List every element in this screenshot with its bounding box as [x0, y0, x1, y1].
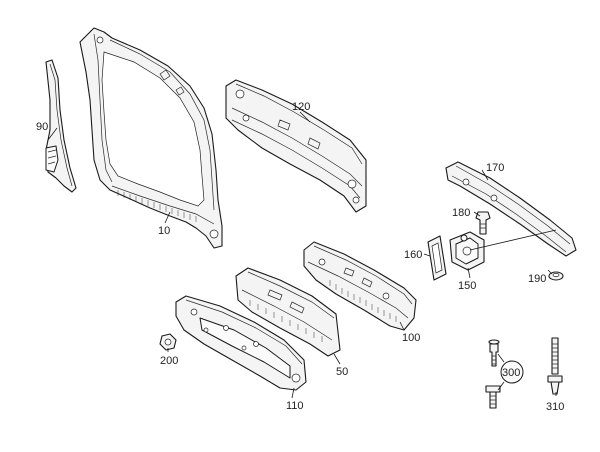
callout-10: 10: [158, 225, 170, 237]
callout-300: 300: [502, 367, 520, 379]
part-100-cross-member: [303, 241, 417, 331]
callout-180: 180: [452, 207, 470, 219]
part-120-rear-panel: [225, 79, 367, 213]
callout-50: 50: [336, 366, 348, 378]
part-10-side-frame: [79, 27, 223, 249]
callout-190: 190: [528, 273, 546, 285]
part-310-stud: [547, 337, 563, 395]
part-90-pillar-trim: [45, 59, 77, 193]
callout-110: 110: [286, 400, 304, 412]
part-160-gasket: [427, 235, 447, 281]
part-150-bracket: [449, 231, 485, 271]
callout-90: 90: [36, 121, 48, 133]
callout-170: 170: [486, 162, 504, 174]
callout-160: 160: [404, 249, 422, 261]
part-200-nut: [159, 333, 177, 351]
part-180-clip: [475, 211, 491, 235]
callout-310: 310: [546, 401, 564, 413]
callout-labels: 90 10 120 170 180 160 150 190 100 50 110…: [36, 101, 564, 413]
leader-lines: [47, 111, 557, 399]
part-50-floor-section: [235, 267, 341, 357]
part-190-grommet: [548, 271, 564, 281]
part-300-bolt-set: [485, 339, 524, 409]
callout-200: 200: [160, 355, 178, 367]
callout-150: 150: [458, 280, 476, 292]
part-110-lower-panel: [175, 295, 307, 391]
callout-100: 100: [402, 332, 420, 344]
callout-120: 120: [292, 101, 310, 113]
